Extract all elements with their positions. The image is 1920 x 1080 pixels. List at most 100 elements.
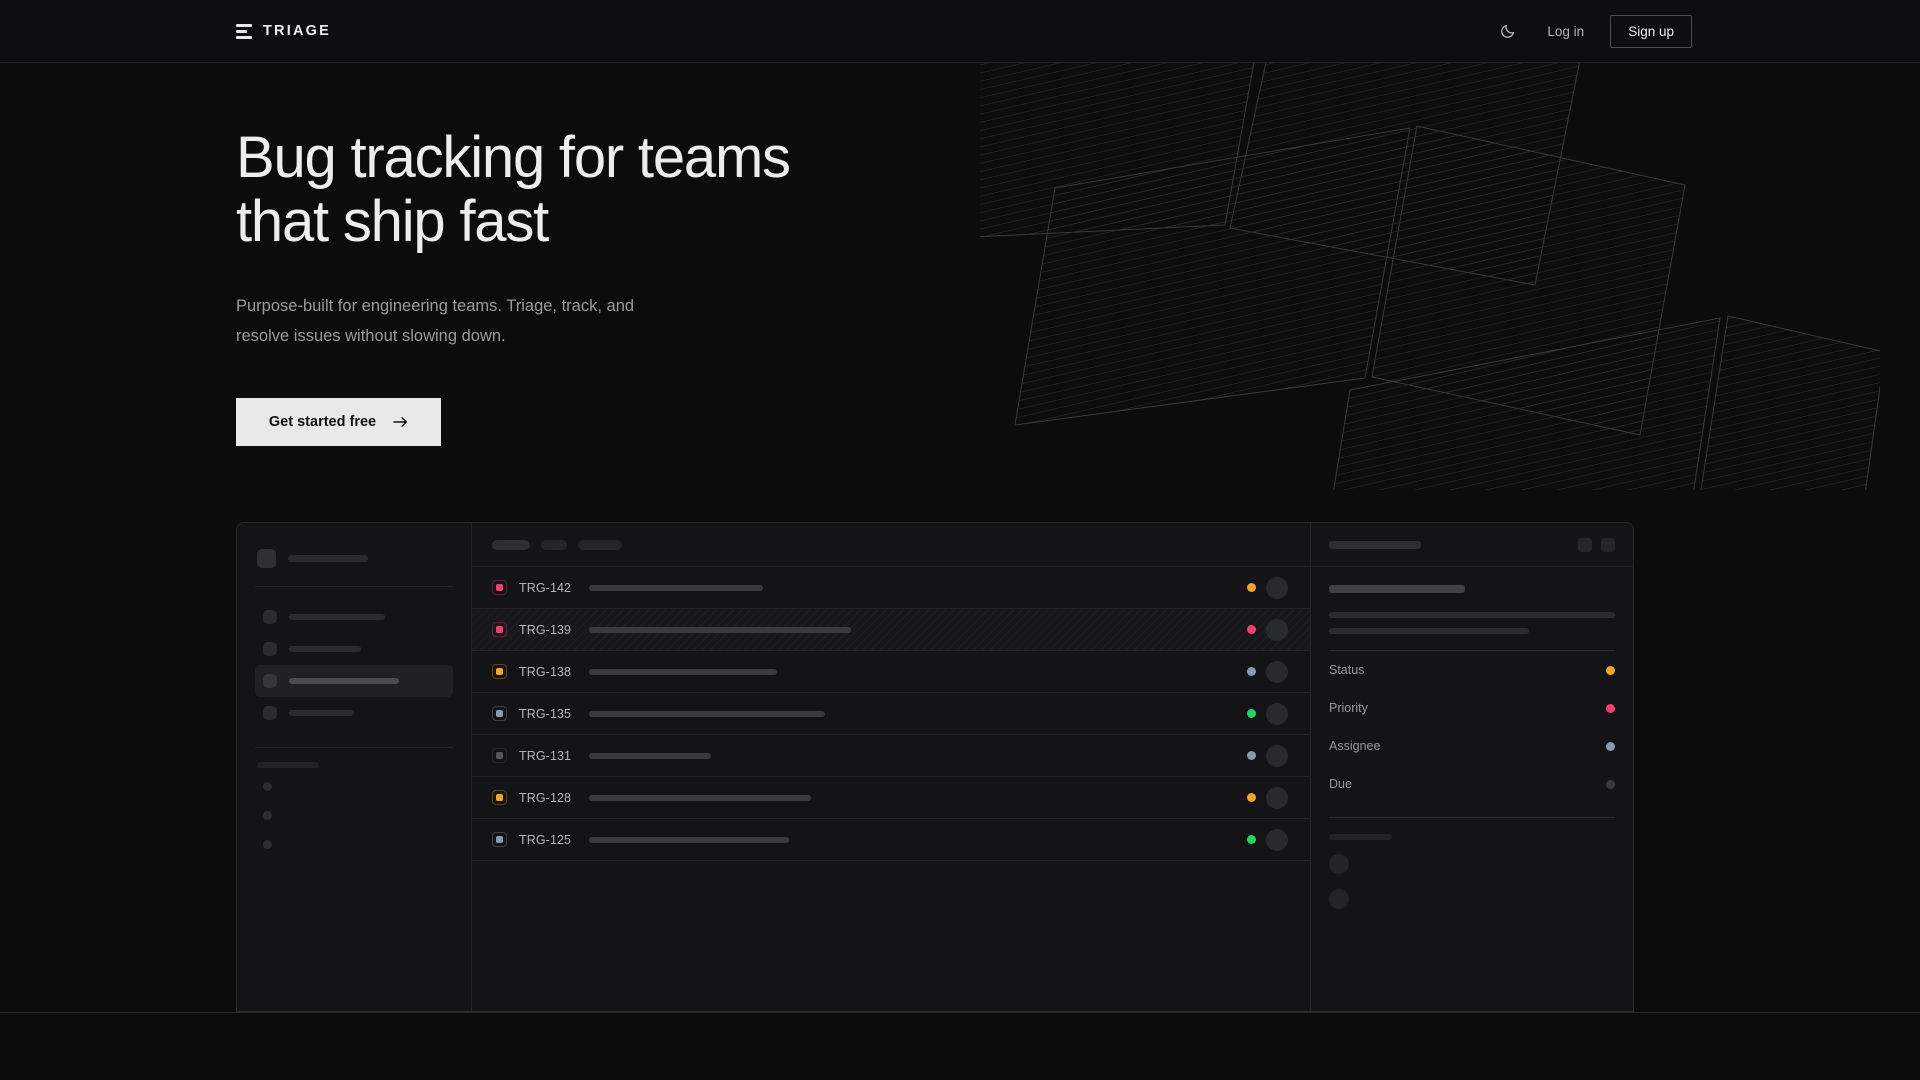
row-meta	[1247, 660, 1310, 683]
toolbar-pill-1[interactable]	[492, 539, 530, 550]
table-row[interactable]: TRG-138	[472, 651, 1310, 693]
issue-id: TRG-139	[519, 622, 572, 637]
workspace-avatar	[257, 549, 276, 568]
row-meta	[1247, 576, 1310, 599]
section-divider	[0, 1012, 1920, 1013]
signup-button[interactable]: Sign up	[1610, 14, 1692, 48]
brand-logo[interactable]: TRIAGE	[236, 23, 331, 39]
avatar[interactable]	[1266, 828, 1288, 851]
sidebar-sub-item-2[interactable]	[255, 801, 453, 830]
moon-icon[interactable]	[1491, 14, 1525, 48]
detail-meta-row[interactable]: Due	[1329, 765, 1615, 803]
mock-sidebar	[237, 523, 472, 1011]
detail-meta-label: Due	[1329, 777, 1352, 791]
priority-icon	[492, 790, 507, 805]
arrow-right-icon	[393, 417, 408, 427]
issue-id: TRG-142	[519, 580, 572, 595]
status-dot	[1247, 667, 1256, 676]
workspace-name-placeholder	[288, 555, 368, 562]
detail-meta-dot	[1606, 779, 1615, 789]
avatar[interactable]	[1266, 618, 1288, 641]
sidebar-sub-item-1[interactable]	[255, 772, 453, 801]
table-row[interactable]: TRG-125	[472, 819, 1310, 861]
row-meta	[1247, 786, 1310, 809]
issue-id: TRG-135	[519, 706, 572, 721]
sidebar-icon-4	[263, 706, 277, 720]
cta-label: Get started free	[268, 414, 377, 430]
avatar[interactable]	[1329, 854, 1349, 874]
triage-bars-icon	[236, 23, 252, 39]
issue-id: TRG-128	[519, 790, 572, 805]
avatar[interactable]	[1266, 660, 1288, 683]
issue-title-placeholder	[589, 752, 711, 759]
priority-icon	[492, 622, 507, 637]
sidebar-divider-bottom	[255, 747, 453, 748]
issue-title-placeholder	[589, 584, 763, 591]
detail-meta-label: Assignee	[1329, 739, 1381, 753]
detail-meta-dot	[1606, 665, 1615, 675]
sidebar-sub-item-3[interactable]	[255, 830, 453, 859]
priority-icon	[492, 580, 507, 595]
status-dot	[1247, 835, 1256, 844]
status-dot	[1247, 793, 1256, 802]
issue-title-placeholder	[589, 710, 825, 717]
detail-action-button-1[interactable]	[1578, 537, 1592, 552]
sidebar-section-label	[257, 762, 319, 768]
detail-meta-dot	[1606, 741, 1615, 751]
avatar[interactable]	[1266, 702, 1288, 725]
hero-subtitle: Purpose-built for engineering teams. Tri…	[236, 297, 635, 345]
detail-body-line-2	[1329, 628, 1530, 634]
avatar[interactable]	[1266, 576, 1288, 599]
login-link[interactable]: Log in	[1547, 23, 1585, 39]
detail-meta-label: Priority	[1329, 701, 1368, 715]
status-dot	[1247, 625, 1256, 634]
bullet-icon	[263, 811, 272, 820]
status-dot	[1247, 583, 1256, 592]
avatar[interactable]	[1329, 889, 1349, 909]
issue-title-placeholder	[589, 626, 851, 633]
detail-divider-1	[1329, 650, 1615, 651]
row-meta	[1247, 744, 1310, 767]
detail-meta-row[interactable]: Assignee	[1329, 727, 1615, 765]
detail-action-button-2[interactable]	[1601, 537, 1615, 552]
table-row[interactable]: TRG-139	[472, 609, 1310, 651]
get-started-button[interactable]: Get started free	[236, 398, 441, 446]
table-row[interactable]: TRG-131	[472, 735, 1310, 777]
page-title: Bug tracking for teams that ship fast	[236, 125, 791, 254]
toolbar-pill-3[interactable]	[578, 539, 622, 550]
issue-id: TRG-138	[519, 664, 572, 679]
row-meta	[1247, 828, 1310, 851]
sidebar-item-3-active[interactable]	[255, 665, 453, 697]
bullet-icon	[263, 782, 272, 791]
bullet-icon	[263, 840, 272, 849]
workspace-switcher[interactable]	[255, 539, 453, 568]
status-dot	[1247, 751, 1256, 760]
site-header: TRIAGE Log in Sign up	[0, 0, 1920, 63]
table-row[interactable]: TRG-142	[472, 567, 1310, 609]
row-meta	[1247, 618, 1310, 641]
sidebar-label-4	[289, 710, 354, 716]
priority-icon	[492, 664, 507, 679]
detail-meta-row[interactable]: Priority	[1329, 689, 1615, 727]
avatar[interactable]	[1266, 786, 1288, 809]
avatar[interactable]	[1266, 744, 1288, 767]
detail-meta-row[interactable]: Status	[1329, 651, 1615, 689]
detail-panel-header	[1311, 523, 1633, 567]
table-row[interactable]: TRG-128	[472, 777, 1310, 819]
table-row[interactable]: TRG-135	[472, 693, 1310, 735]
sidebar-item-4[interactable]	[255, 697, 453, 729]
sidebar-item-1[interactable]	[255, 601, 453, 633]
issue-title-placeholder	[589, 794, 811, 801]
sidebar-item-2[interactable]	[255, 633, 453, 665]
issue-title-placeholder	[589, 668, 777, 675]
status-dot	[1247, 709, 1256, 718]
toolbar-pill-2[interactable]	[541, 539, 567, 550]
priority-icon	[492, 832, 507, 847]
issue-list-toolbar	[472, 523, 1310, 567]
sidebar-divider-top	[255, 586, 453, 587]
